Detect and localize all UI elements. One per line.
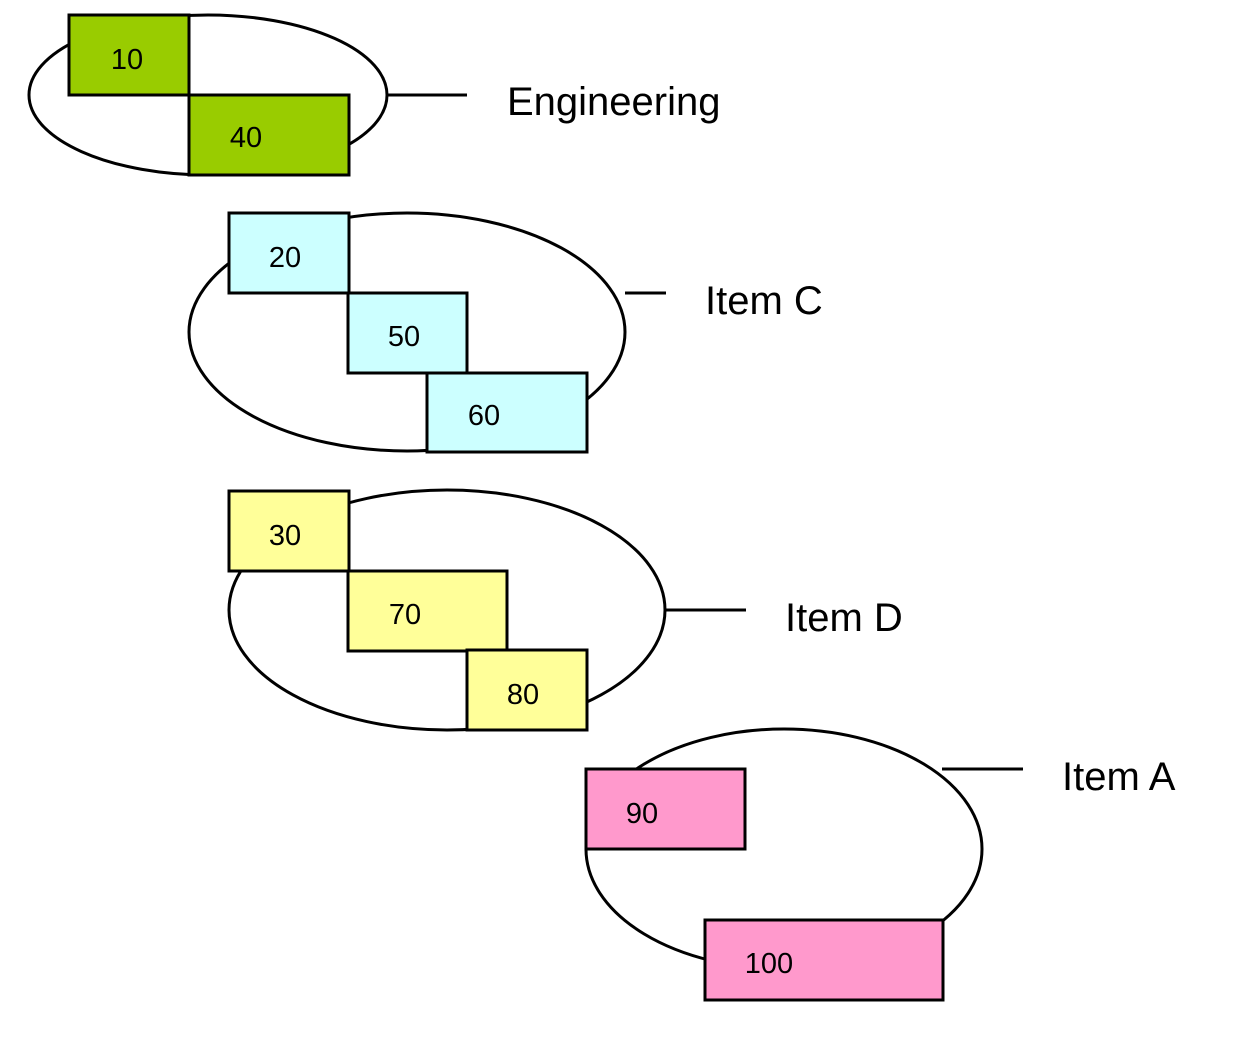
value-box-label: 50	[388, 321, 420, 353]
value-box-label: 60	[468, 400, 500, 432]
group-ellipse	[187, 211, 627, 453]
value-box-label: 70	[389, 599, 421, 631]
value-box: 60	[425, 371, 589, 454]
value-box-label: 30	[269, 520, 301, 552]
value-box-rect	[425, 371, 589, 454]
value-box: 100	[703, 918, 945, 1002]
value-box-label: 90	[626, 798, 658, 830]
value-box-rect	[584, 767, 747, 851]
value-box-rect	[67, 13, 191, 97]
value-box: 20	[227, 211, 351, 295]
value-box-label: 100	[745, 948, 793, 980]
value-box-label: 20	[269, 242, 301, 274]
value-box: 40	[187, 93, 351, 177]
value-box-rect	[346, 291, 469, 375]
value-box-label: 80	[507, 679, 539, 711]
group-label: Item D	[785, 596, 903, 640]
value-box-label: 40	[230, 122, 262, 154]
value-box: 80	[465, 648, 589, 732]
value-box: 50	[346, 291, 469, 375]
value-box-label: 10	[111, 44, 143, 76]
group-item-d: Item D 30 70 80	[227, 488, 903, 732]
group-item-a: Item A 90 100	[584, 727, 1176, 1002]
value-box: 10	[67, 13, 191, 97]
value-box-rect	[703, 918, 945, 1002]
value-box-rect	[465, 648, 589, 732]
value-box: 30	[227, 489, 351, 573]
group-label: Engineering	[507, 80, 721, 124]
value-box-rect	[187, 93, 351, 177]
group-label: Item A	[1062, 755, 1176, 799]
group-engineering: Engineering 10 40	[27, 13, 721, 177]
value-box: 70	[346, 569, 509, 653]
value-box-rect	[346, 569, 509, 653]
group-label: Item C	[705, 279, 823, 323]
group-item-c: Item C 20 50 60	[187, 211, 823, 454]
value-box-rect	[227, 211, 351, 295]
value-box-rect	[227, 489, 351, 573]
value-box: 90	[584, 767, 747, 851]
